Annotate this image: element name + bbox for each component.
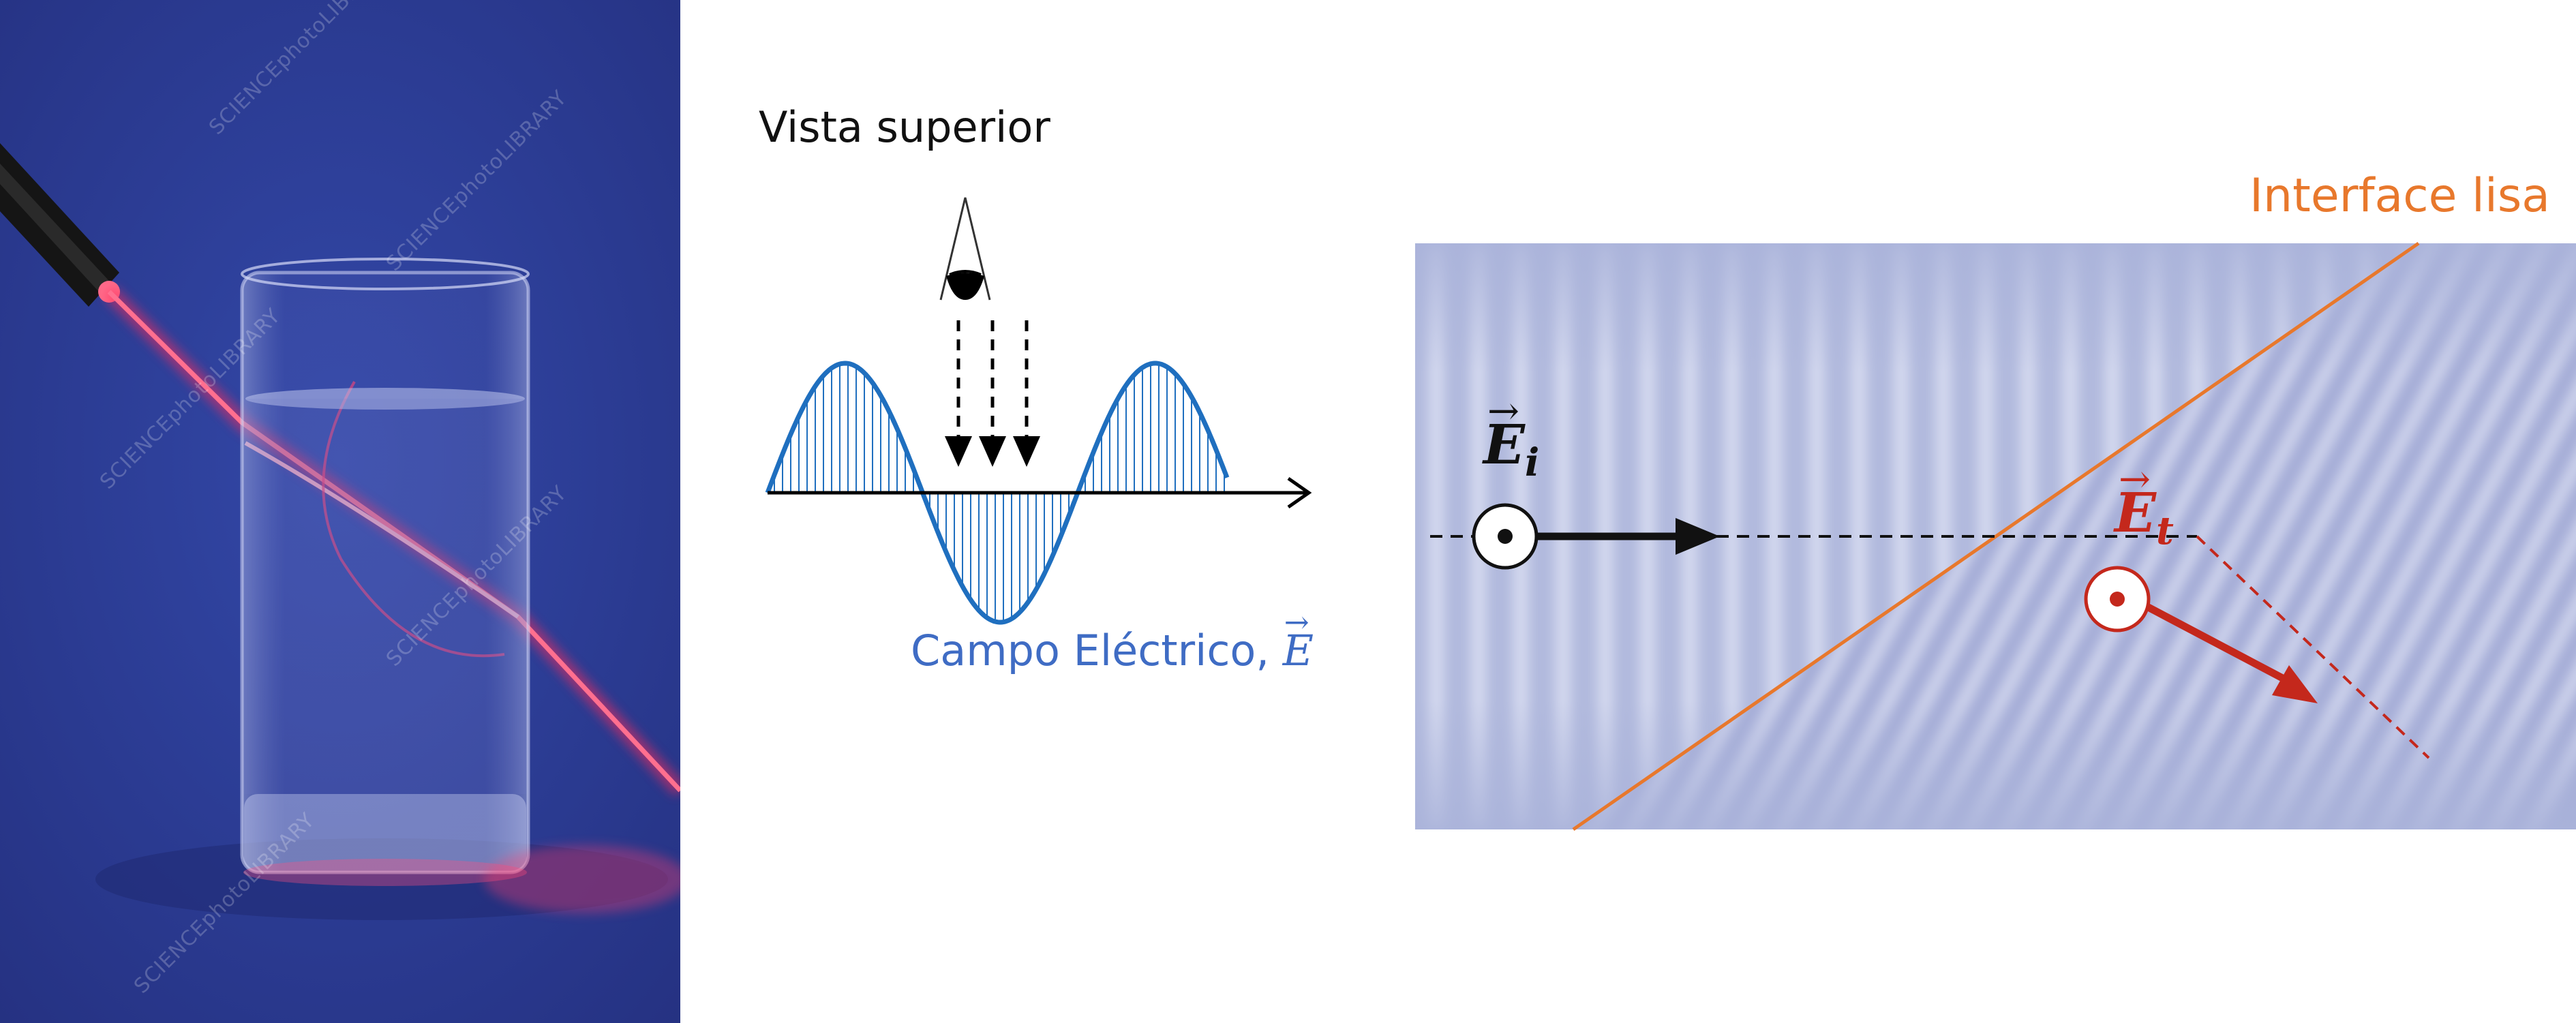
dot-in-circle-icon — [1472, 503, 1539, 570]
dot-in-circle-icon — [2084, 566, 2151, 632]
interface-line — [1572, 241, 2420, 831]
vector-arrow-icon: → — [2119, 457, 2151, 502]
wave-diagram: Vista superior Campo Eléctrico, → E — [680, 0, 1389, 1023]
horizontal-axis-arrow — [768, 476, 1312, 509]
eye-icon — [939, 197, 991, 301]
refraction-diagram: Interface lisa →Ei →Et — [1389, 0, 2576, 1023]
field-subscript: i — [1524, 440, 1540, 485]
vector-arrow-icon: → — [1284, 605, 1309, 640]
laser-glass-photo: SCIENCEphotoLIBRARY SCIENCEphotoLIBRARY … — [0, 0, 680, 1023]
electric-field-caption: Campo Eléctrico, → E — [911, 605, 1314, 675]
interface-label: Interface lisa — [2249, 169, 2550, 223]
transmitted-ray — [2196, 535, 2430, 759]
transmitted-field-label: →Et — [2115, 457, 2174, 553]
incident-field-label: →Ei — [1483, 389, 1540, 485]
top-view-title: Vista superior — [759, 102, 1050, 152]
field-symbol: E — [1483, 412, 1525, 476]
dashed-down-arrows — [956, 320, 1029, 436]
field-vector-symbol: → E — [1282, 605, 1314, 675]
incident-arrowhead — [1676, 518, 1720, 555]
vector-arrow-icon: → — [1487, 389, 1519, 433]
arrowheads — [945, 436, 1040, 467]
field-subscript: t — [2155, 508, 2174, 553]
sine-wave — [765, 361, 1230, 625]
transmitted-arrowhead — [2272, 665, 2318, 703]
transmitted-field-arrow — [2141, 601, 2291, 685]
field-symbol: E — [2115, 480, 2156, 545]
caption-text: Campo Eléctrico, — [911, 626, 1270, 675]
water-glass — [240, 258, 530, 886]
field-symbol: E — [1282, 626, 1314, 675]
